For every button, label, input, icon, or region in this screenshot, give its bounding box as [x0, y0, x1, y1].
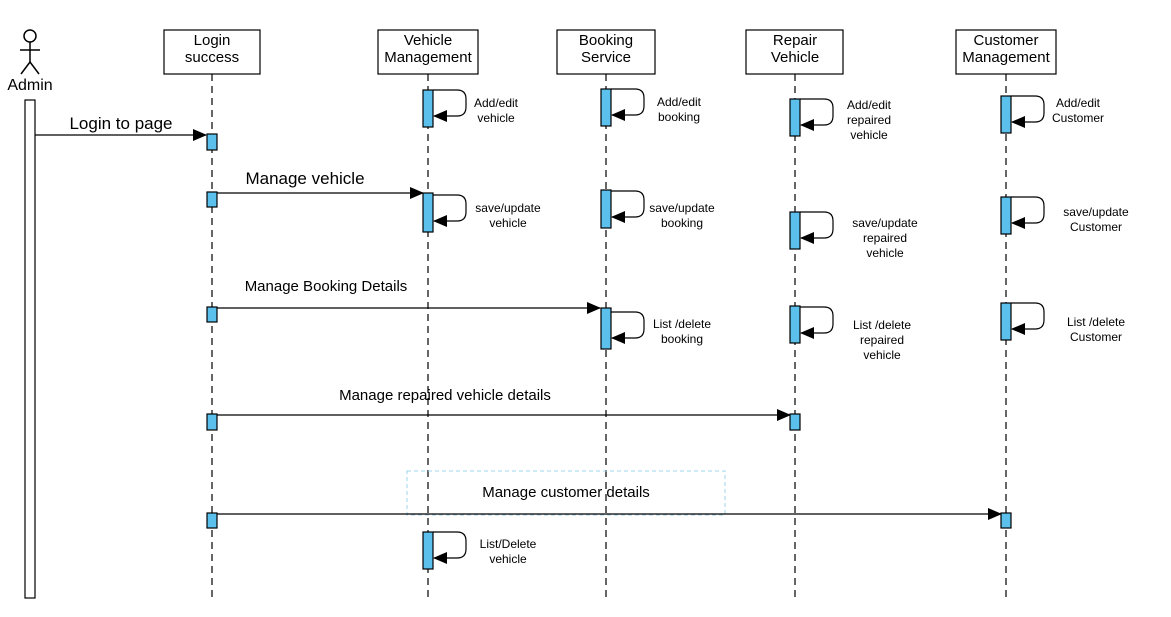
selection-box — [406, 470, 726, 516]
lifeline-vehicle-box: Vehicle Management — [377, 29, 479, 75]
self-call-label: List /delete — [653, 317, 711, 331]
activation-bar — [206, 191, 218, 208]
actor-activation-bar — [24, 99, 36, 599]
activation-bar — [206, 512, 218, 529]
activation-bar — [206, 306, 218, 323]
message-label: Manage customer details — [482, 484, 650, 501]
self-call-label: booking — [661, 332, 703, 346]
self-call-label: List /delete — [853, 318, 911, 332]
activation-bar — [206, 133, 218, 151]
lifeline-repair-box: Repair Vehicle — [745, 29, 844, 75]
self-call-activation — [422, 89, 434, 128]
self-call-label: vehicle — [863, 348, 901, 362]
self-call-label: booking — [658, 110, 700, 124]
svg-text:Vehicle: Vehicle — [404, 32, 452, 49]
self-call-label: save/update — [475, 201, 541, 215]
self-call-activation — [600, 189, 612, 229]
self-call-activation — [422, 531, 434, 570]
message-label: Manage vehicle — [245, 169, 364, 188]
lifeline-customer-box: Customer Management — [955, 29, 1057, 75]
self-call-label: save/update — [1063, 205, 1129, 219]
svg-text:Login: Login — [194, 32, 231, 49]
self-call-label: Customer — [1052, 111, 1104, 125]
self-call-activation — [600, 307, 612, 350]
svg-text:Booking: Booking — [579, 32, 633, 49]
activation-bar — [1000, 512, 1012, 529]
message-label: Manage repaired vehicle details — [339, 387, 551, 404]
lifeline-booking-box: Booking Service — [556, 29, 656, 75]
self-call-arrow — [1011, 95, 1045, 128]
self-call-arrow — [611, 88, 645, 121]
message-label: Manage Booking Details — [245, 278, 408, 295]
self-call-label: save/update — [649, 201, 715, 215]
self-call-label: Add/edit — [474, 96, 519, 110]
self-call-arrow — [800, 306, 834, 339]
self-call-label: vehicle — [489, 216, 527, 230]
svg-text:Management: Management — [962, 49, 1050, 66]
self-call-activation — [1000, 196, 1012, 235]
svg-text:Repair: Repair — [773, 32, 817, 49]
message-label: Login to page — [69, 114, 172, 133]
self-call-label: repaired — [847, 113, 891, 127]
svg-text:Vehicle: Vehicle — [771, 49, 819, 66]
self-call-label: repaired — [863, 231, 907, 245]
self-call-label: Add/edit — [1056, 96, 1101, 110]
svg-text:Management: Management — [384, 49, 472, 66]
actor-label: Admin — [7, 77, 52, 94]
svg-text:Service: Service — [581, 49, 631, 66]
self-call-activation — [789, 211, 801, 250]
self-call-label: booking — [661, 216, 703, 230]
self-call-arrow — [433, 194, 467, 227]
self-call-label: Add/edit — [847, 98, 892, 112]
self-call-label: repaired — [860, 333, 904, 347]
svg-text:success: success — [185, 49, 239, 66]
self-call-arrow — [800, 211, 834, 244]
self-call-label: vehicle — [477, 111, 515, 125]
svg-text:Customer: Customer — [973, 32, 1038, 49]
self-call-arrow — [611, 190, 645, 223]
self-call-arrow — [1011, 196, 1045, 229]
stick-figure-icon — [20, 29, 40, 75]
lifeline-login-box: Login success — [163, 29, 261, 75]
self-call-label: Customer — [1070, 220, 1122, 234]
self-call-arrow — [433, 89, 467, 122]
self-call-label: List /delete — [1067, 315, 1125, 329]
self-call-arrow — [1011, 302, 1045, 335]
admin-actor: Admin — [7, 29, 53, 599]
self-call-label: vehicle — [866, 246, 904, 260]
activation-bar — [206, 413, 218, 431]
self-call-arrow — [800, 98, 834, 131]
self-call-label: vehicle — [850, 128, 888, 142]
self-call-activation — [422, 192, 434, 233]
self-call-arrow — [611, 311, 645, 344]
self-call-activation — [1000, 302, 1012, 341]
self-call-label: save/update — [852, 216, 918, 230]
self-call-label: vehicle — [489, 552, 527, 566]
self-call-label: List/Delete — [480, 537, 537, 551]
self-call-arrow — [433, 531, 467, 564]
self-call-activation — [1000, 95, 1012, 134]
self-call-label: Customer — [1070, 330, 1122, 344]
self-call-label: Add/edit — [657, 95, 702, 109]
self-call-activation — [600, 88, 612, 127]
activation-bar — [789, 413, 801, 431]
self-call-activation — [789, 98, 801, 137]
self-call-activation — [789, 305, 801, 344]
